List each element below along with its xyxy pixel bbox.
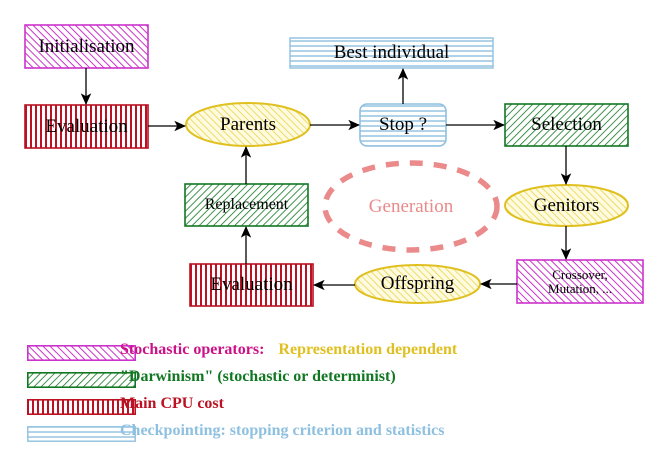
node-evaluation-top[interactable] [24,104,149,149]
legend-label-stochastic: Stochastic operators: [120,341,265,358]
node-genitors[interactable] [504,184,629,227]
legend-text-stochastic: Stochastic operators: Representation depe… [120,341,457,359]
legend: Stochastic operators: Representation depe… [0,340,662,448]
legend-text-darwinism: "Darwinism" (stochastic or determinist) [120,368,396,385]
node-generation [322,160,500,253]
legend-row-cpu: Main CPU cost [0,394,662,421]
node-crossover-mutation[interactable] [516,259,644,304]
legend-swatch-stochastic [27,345,137,361]
node-evaluation-bottom[interactable] [189,263,314,307]
node-parents[interactable] [185,102,311,147]
legend-text-cpu: Main CPU cost [120,395,224,412]
node-stop[interactable] [359,103,447,147]
legend-swatch-checkpointing [27,426,136,442]
legend-row-checkpointing: Checkpointing: stopping criterion and st… [0,421,662,448]
node-replacement[interactable] [184,183,309,227]
node-offspring[interactable] [354,264,481,304]
legend-swatch-cpu [27,399,137,415]
node-selection[interactable] [504,103,629,147]
legend-swatch-darwinism [27,372,137,388]
node-best-individual[interactable] [289,37,494,69]
node-initialisation[interactable] [24,24,149,69]
legend-row-stochastic: Stochastic operators: Representation depe… [0,340,662,367]
legend-row-darwinism: "Darwinism" (stochastic or determinist) [0,367,662,394]
legend-label-representation: Representation dependent [278,341,458,358]
legend-text-checkpointing: Checkpointing: stopping criterion and st… [120,422,445,439]
